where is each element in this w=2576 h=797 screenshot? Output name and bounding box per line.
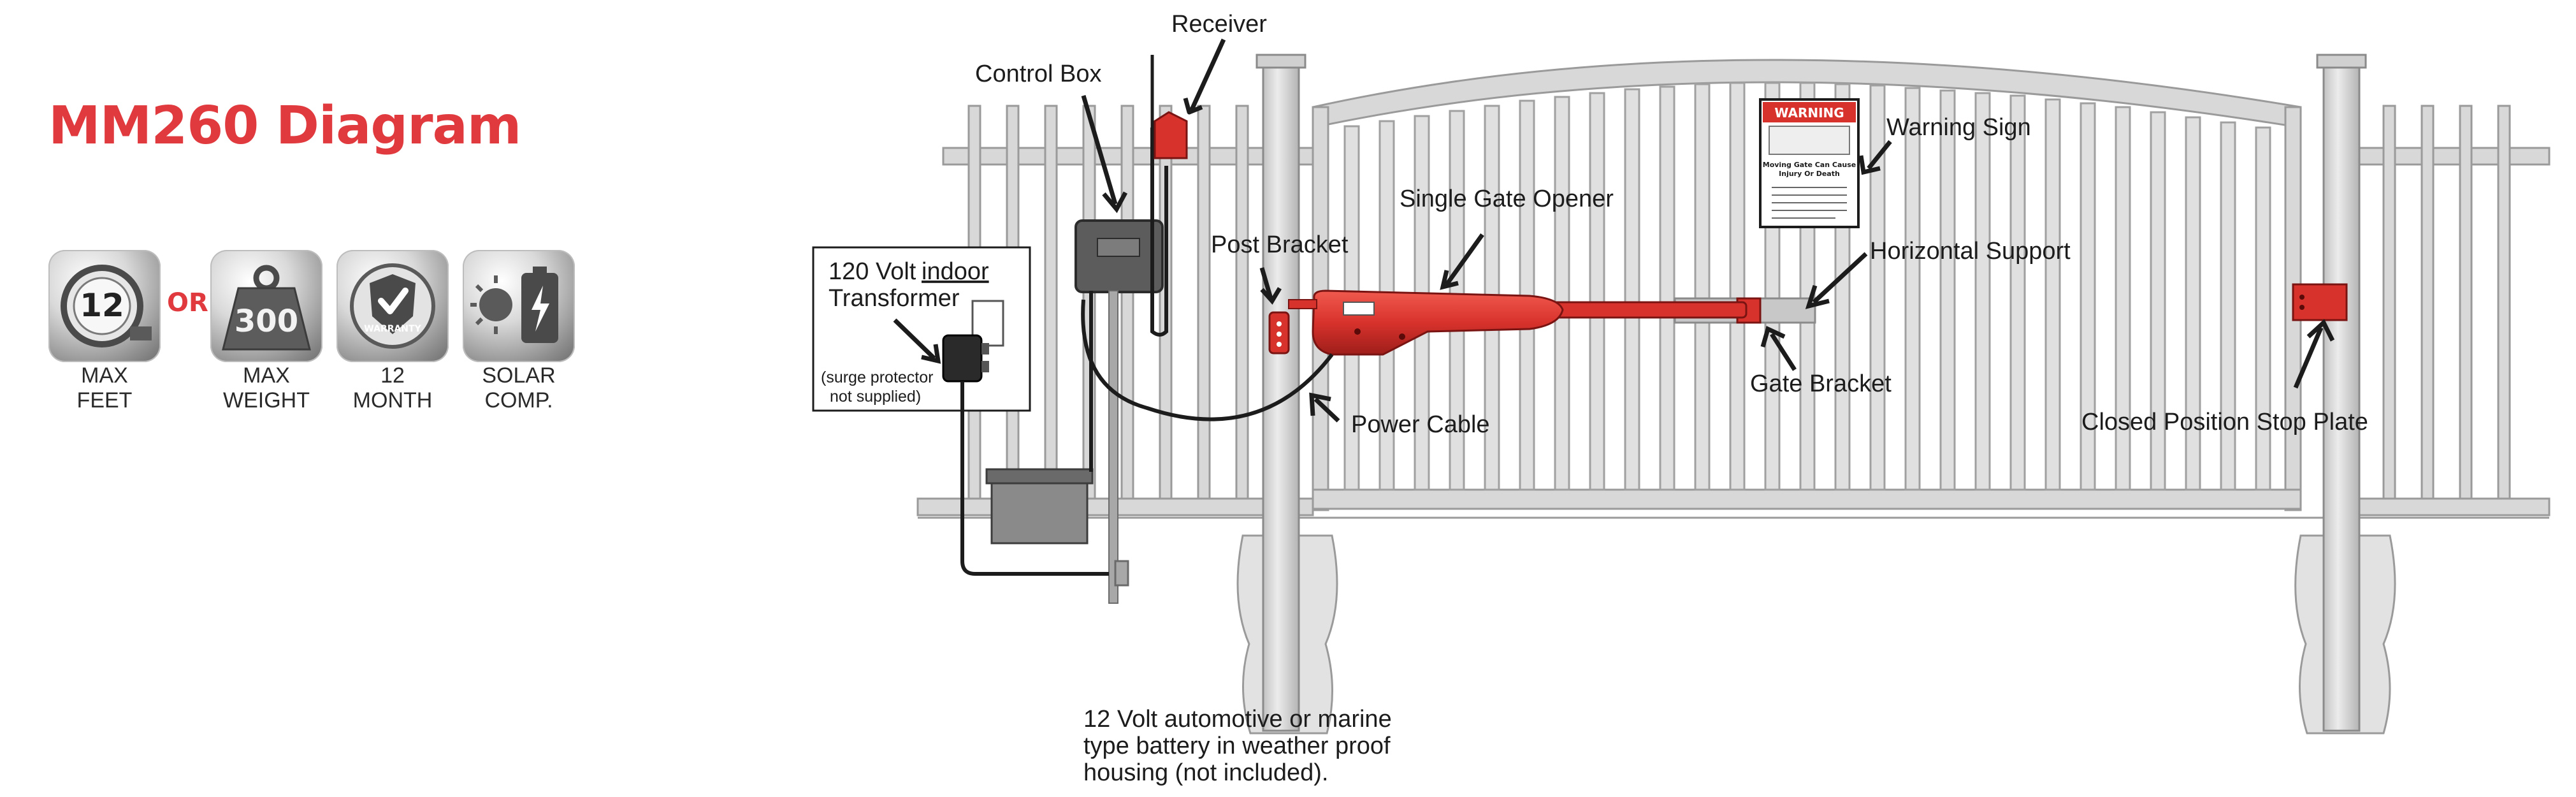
page-title: MM260 Diagram <box>48 96 521 156</box>
warranty-shield-icon: WARRANTY <box>336 250 449 362</box>
battery-housing <box>985 468 1094 545</box>
label-receiver: Receiver <box>1171 11 1267 38</box>
surge-protector-label-2: not supplied) <box>830 388 921 406</box>
gate-pickets <box>1343 82 2271 491</box>
label-single-gate-opener: Single Gate Opener <box>1400 186 1614 212</box>
control-box <box>1075 219 1164 604</box>
label-gate-bracket: Gate Bracket <box>1750 370 1892 397</box>
label-battery-line3: housing (not included). <box>1083 759 1328 786</box>
badge-caption-2: FEET <box>76 388 133 413</box>
right-fence <box>2357 105 2551 516</box>
badge-value: WARRANTY <box>364 324 421 334</box>
cable-junction <box>1114 560 1129 587</box>
badge-value: 300 <box>235 303 298 339</box>
solar-battery-icon <box>463 250 575 362</box>
warning-sign-text-2: Injury Or Death <box>1779 170 1840 178</box>
label-closed-position-stop-plate: Closed Position Stop Plate <box>2081 409 2368 435</box>
surge-protector-label-1: (surge protector <box>821 369 933 386</box>
tape-measure-icon: 12 <box>48 250 161 362</box>
leader-lines <box>893 38 2335 423</box>
closed-position-stop-plate <box>2292 283 2348 321</box>
or-label: OR <box>167 288 208 318</box>
gate-posts <box>1255 54 2367 732</box>
label-horizontal-support: Horizontal Support <box>1870 238 2071 265</box>
badge-caption-1: 12 <box>380 363 405 388</box>
concrete-footings <box>1236 534 2396 735</box>
badge-caption-2: MONTH <box>352 388 433 413</box>
label-power-cable: Power Cable <box>1351 411 1490 438</box>
warning-sign: WARNING Moving Gate Can Cause Injury Or … <box>1759 98 1860 228</box>
badge-caption-1: MAX <box>243 363 290 388</box>
transformer-label-line1: 120 Volt <box>829 258 916 285</box>
post-bracket <box>1268 299 1317 355</box>
transformer-box: 120 Volt indoor Transformer (surge prote… <box>812 246 1031 412</box>
badge-warranty: WARRANTY 12 MONTH <box>336 250 449 412</box>
single-gate-opener <box>1312 289 1747 356</box>
badge-solar: SOLAR COMP. <box>463 250 575 412</box>
warning-sign-text-1: Moving Gate Can Cause <box>1763 161 1856 169</box>
label-battery-line2: type battery in weather proof <box>1083 733 1391 759</box>
label-battery-line1: 12 Volt automotive or marine <box>1083 706 1392 733</box>
weight-icon: 300 <box>210 250 322 362</box>
warning-sign-header: WARNING <box>1774 105 1844 121</box>
transformer-label-line2: Transformer <box>829 285 960 312</box>
label-control-box: Control Box <box>975 61 1102 87</box>
badge-value: 12 <box>80 287 124 324</box>
cables <box>960 291 1334 576</box>
badge-max-weight: 300 MAX WEIGHT <box>210 250 322 412</box>
badge-caption-2: WEIGHT <box>223 388 310 413</box>
label-warning-sign: Warning Sign <box>1886 114 2031 141</box>
badge-max-feet: 12 MAX FEET <box>48 250 161 412</box>
badge-caption-1: SOLAR <box>482 363 556 388</box>
badge-caption-1: MAX <box>81 363 128 388</box>
receiver <box>1150 55 1188 337</box>
transformer-label-indoor: indoor <box>922 258 989 285</box>
badge-caption-2: COMP. <box>484 388 553 413</box>
label-post-bracket: Post Bracket <box>1211 231 1349 258</box>
